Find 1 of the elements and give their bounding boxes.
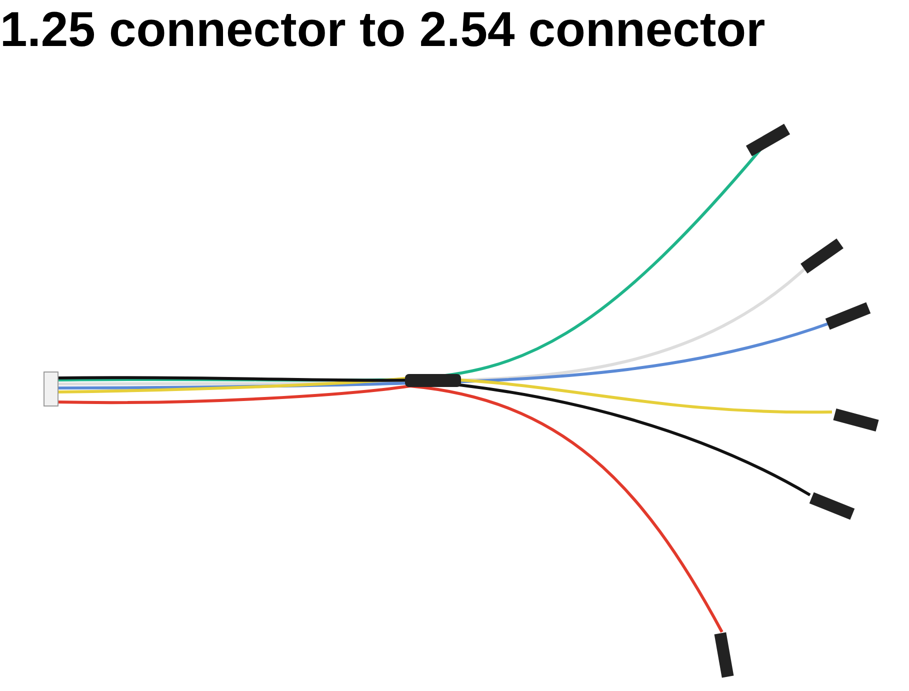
title: 1.25 connector to 2.54 connector — [0, 2, 766, 58]
